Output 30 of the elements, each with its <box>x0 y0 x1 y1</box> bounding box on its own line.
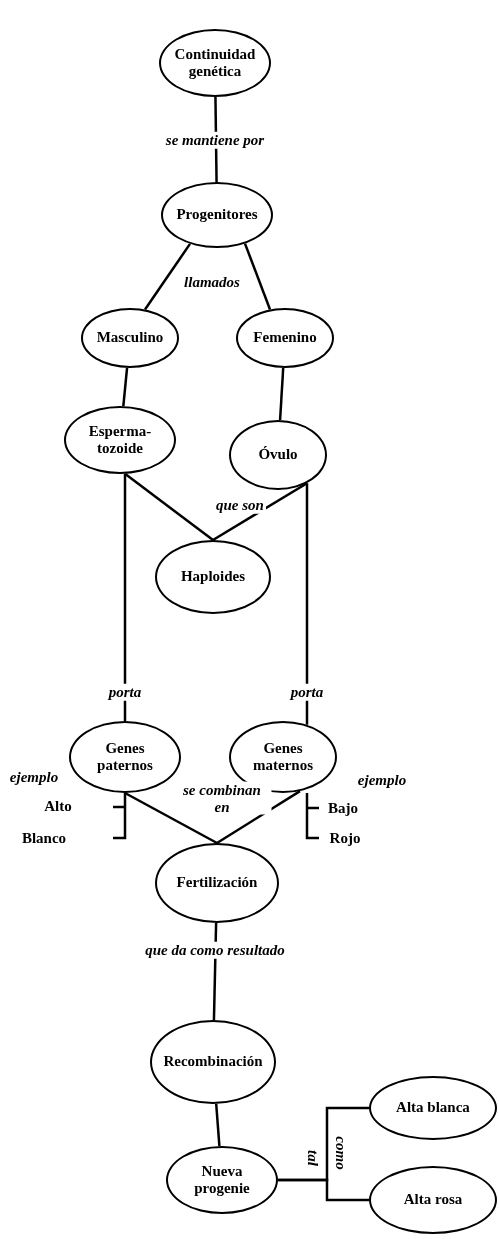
edge-label: se mantiene por <box>163 131 267 149</box>
edge-label: que da como resultado <box>143 941 287 959</box>
concept-text: Haploides <box>180 568 246 586</box>
concept-text: Fertilización <box>176 874 258 892</box>
connector-line <box>214 1103 221 1147</box>
concept-text: Genes paternos <box>96 739 154 775</box>
connector-line <box>212 482 308 542</box>
concept-text: Progenitores <box>176 206 258 224</box>
concept-text: Masculino <box>96 329 164 347</box>
concept-text: Recombinación <box>163 1053 263 1071</box>
concept-text: Alta blanca <box>396 1099 470 1117</box>
concept-text: Esperma-tozoide <box>87 422 153 458</box>
concept-text: Genes maternos <box>252 739 314 775</box>
concept-text: Femenino <box>253 329 317 347</box>
connector-line <box>216 790 301 845</box>
connector-line <box>278 1178 369 1202</box>
connector-line <box>143 243 192 311</box>
concept-text: Continuidad genética <box>174 45 256 81</box>
connector-line <box>124 791 218 845</box>
edge-label: porta <box>288 683 326 701</box>
concept-text: Alta rosa <box>403 1191 463 1209</box>
connector-line <box>243 243 272 310</box>
connector-line <box>123 473 127 721</box>
edge-label: porta <box>106 683 144 701</box>
concept-text: Óvulo <box>258 446 298 464</box>
connector-line <box>124 472 214 541</box>
connector-line <box>305 483 309 725</box>
connector-line <box>122 367 129 407</box>
concept-text: Nueva progenie <box>193 1162 251 1198</box>
connector-line <box>278 367 285 421</box>
